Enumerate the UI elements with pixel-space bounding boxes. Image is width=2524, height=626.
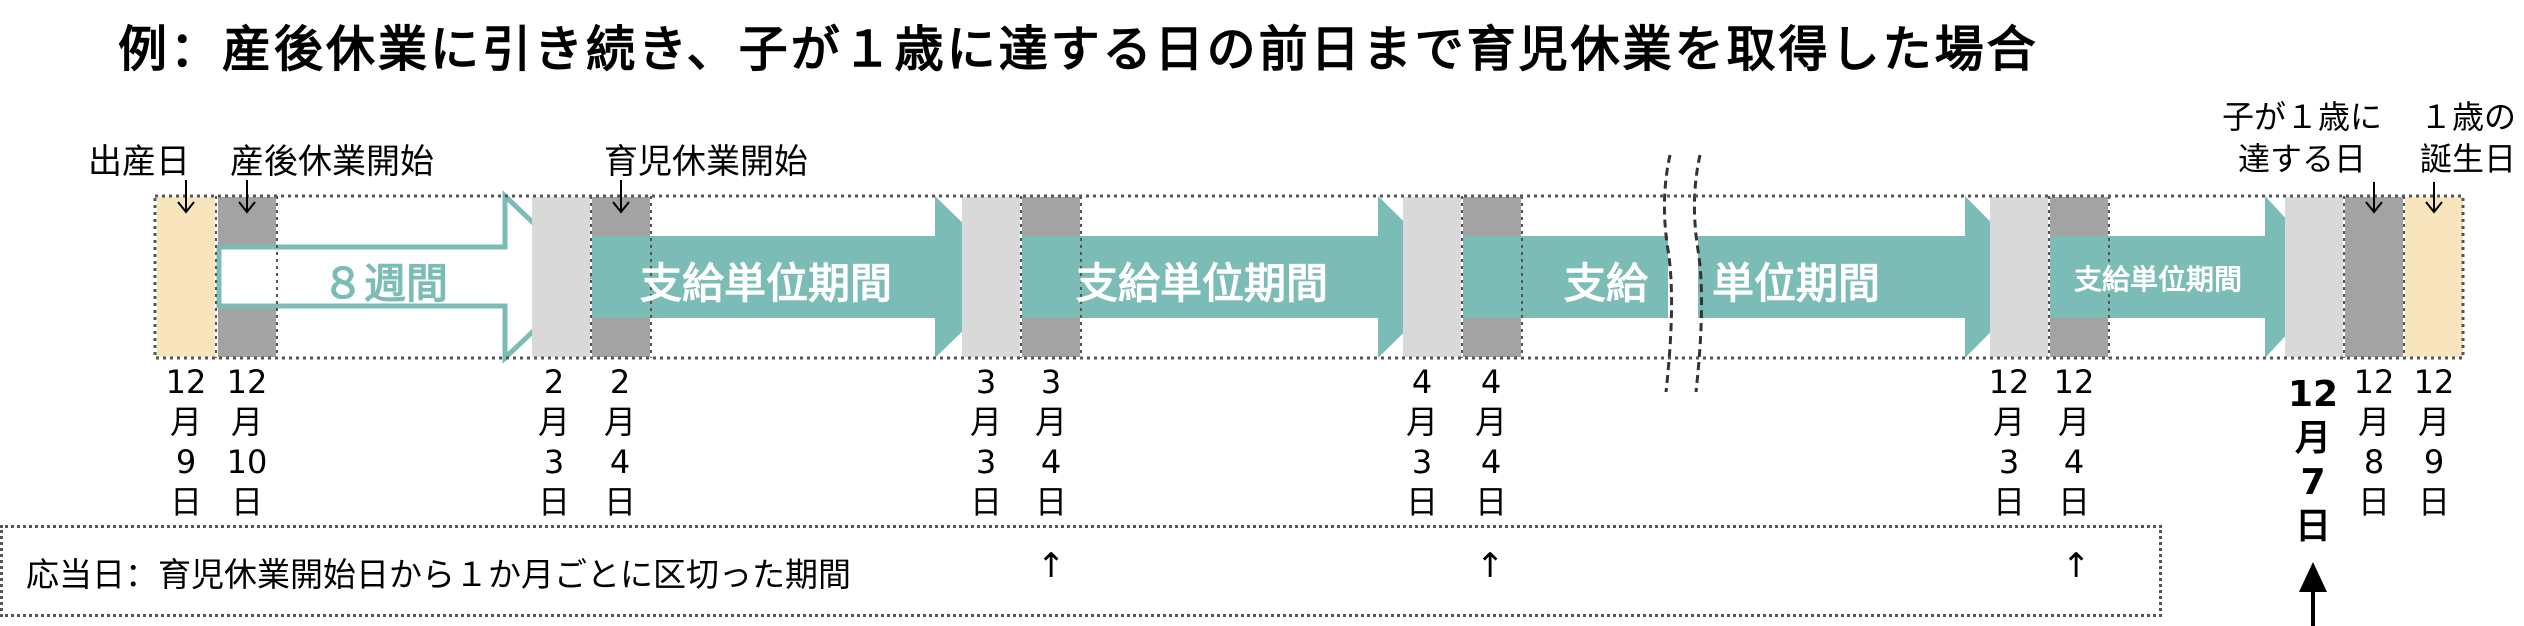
period-end-segment-3 [1403,197,1461,357]
birthday-pointer-icon [2425,182,2443,214]
unit-period-arrow-3 [1463,196,2045,358]
reach-one-segment [2345,197,2403,357]
timeline-break-gap [1668,150,1698,400]
label-reach-one-line1: 子が１歳に [2222,98,2383,136]
label-first-birthday: １歳の 誕生日 [2420,96,2516,180]
period-end-segment-4 [1990,197,2048,357]
childcare-pointer-icon [612,180,630,214]
unit-period-label-3b: 単位期間 [1712,259,1881,308]
timeline-border [153,194,2465,360]
note-up-arrow-icon-2: ↑ [1476,546,1505,586]
unit-period-label-4: 支給単位期間 [2074,263,2243,296]
label-first-birthday-line1: １歳の [2420,98,2517,136]
unit-period-arrow-2 [1022,196,1460,358]
page-title: 例：産後休業に引き続き、子が１歳に達する日の前日まで育児休業を取得した場合 [118,21,2039,78]
segment-separators [215,196,2405,358]
eight-weeks-label: ８週間 [322,259,449,308]
break-line-right [1692,154,1704,393]
label-birth-day: 出産日 [88,142,190,182]
reach-one-pointer-icon [2365,182,2383,214]
note-up-arrow-icon-3: ↑ [2062,546,2091,586]
note-text: 応当日：育児休業開始日から１か月ごとに区切った期間 [26,555,851,594]
label-postpartum-start: 産後休業開始 [230,142,434,182]
note-box [0,525,2162,617]
note-up-arrow-icon-1: ↑ [1037,546,1066,586]
period-end-segment-2 [962,197,1020,357]
reach-one-up-arrow-icon [2299,562,2327,626]
unit-period-label-3a: 支給 [1564,259,1649,308]
postpartum-pointer-icon [238,180,256,214]
unit-period-arrow-4 [2050,196,2340,358]
first-birthday-segment [2405,197,2463,357]
unit-period-label-1: 支給単位期間 [640,259,893,308]
unit-period-arrow-1 [592,196,1018,358]
label-reach-one: 子が１歳に 達する日 [2222,96,2382,180]
label-first-birthday-line2: 誕生日 [2420,140,2517,178]
label-pointer-arrows [177,180,2443,214]
label-reach-one-line2: 達する日 [2238,140,2367,178]
day-before-segment [2285,197,2343,357]
break-line-left [1662,154,1674,393]
label-childcare-start: 育児休業開始 [604,142,808,182]
unit-period-label-2: 支給単位期間 [1076,259,1329,308]
birth-day-pointer-icon [177,180,195,214]
birth-day-segment [157,197,215,357]
period-end-segment-1 [532,197,590,357]
